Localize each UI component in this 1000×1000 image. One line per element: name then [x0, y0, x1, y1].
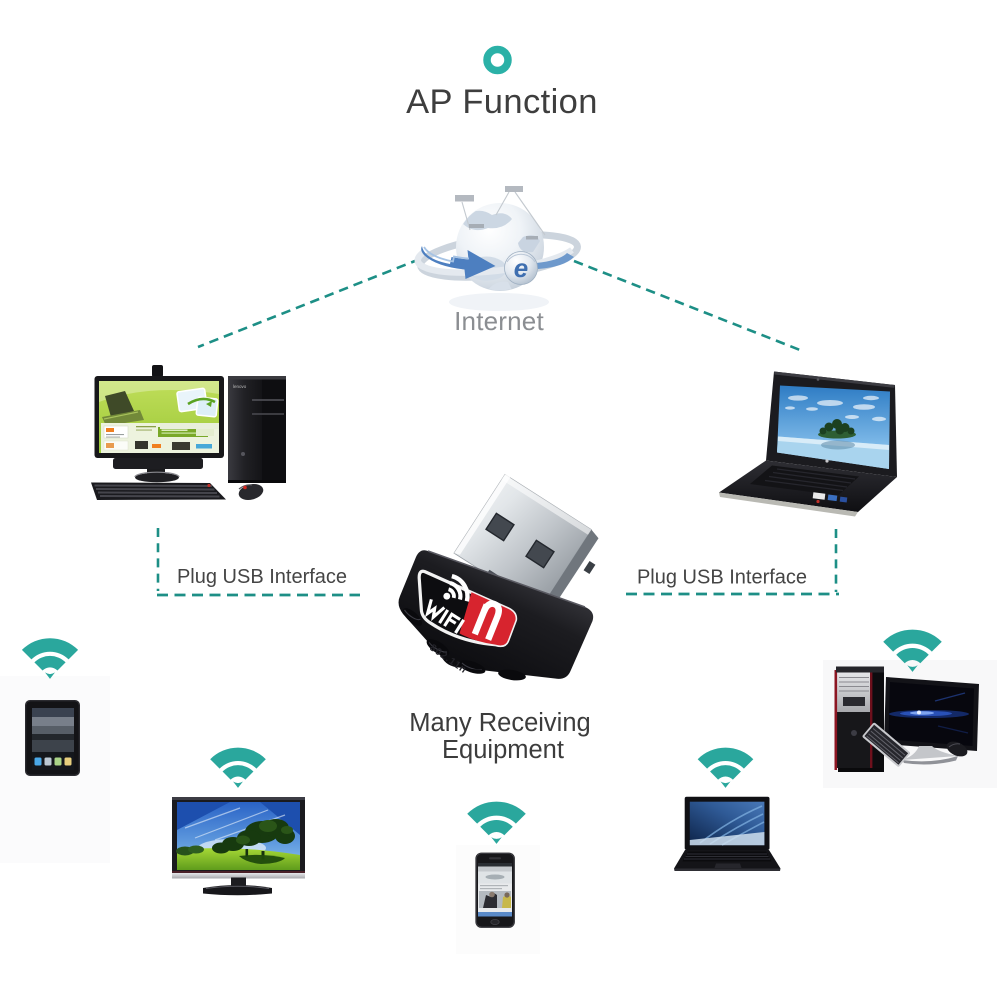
- svg-text:Many Receiving: Many Receiving: [409, 709, 590, 737]
- svg-text:AP Function: AP Function: [406, 83, 598, 121]
- svg-text:Plug USB Interface: Plug USB Interface: [637, 567, 807, 589]
- svg-text:Equipment: Equipment: [442, 736, 564, 764]
- svg-text:Internet: Internet: [454, 306, 544, 336]
- svg-text:Plug USB Interface: Plug USB Interface: [177, 566, 347, 588]
- svg-text:e: e: [514, 253, 528, 283]
- svg-text:lenovo: lenovo: [233, 384, 247, 389]
